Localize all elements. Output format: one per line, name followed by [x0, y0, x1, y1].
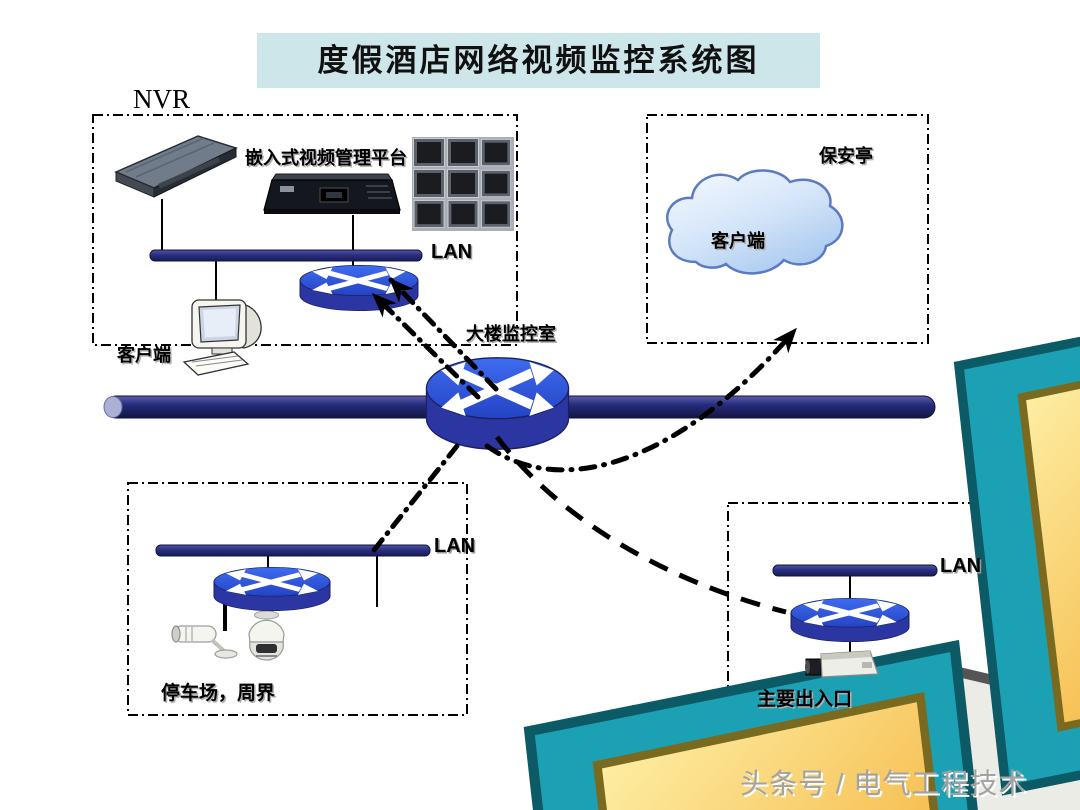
watermark: 头条号 / 电气工程技术 — [740, 768, 1028, 799]
entrance-lan-bus — [772, 564, 938, 577]
diagram-title: 度假酒店网络视频监控系统图 — [257, 33, 820, 88]
cloud-icon — [666, 169, 844, 275]
link-core-to-entrance — [495, 435, 787, 615]
nvr-server-icon — [114, 135, 239, 198]
cloud-client-label: 客户端 — [711, 231, 765, 251]
core-router-icon — [426, 358, 568, 449]
entrance-lan-label: LAN — [940, 555, 982, 577]
nvr-client-label: 客户端 — [117, 345, 171, 365]
link-core-to-nvr-arrow-2 — [388, 277, 499, 392]
nvr-zone-box — [92, 114, 518, 346]
bullet-camera-icon — [171, 625, 238, 659]
backbone-left-cap — [103, 396, 123, 418]
monitor-room-label: 大楼监控室 — [466, 324, 556, 344]
link-core-to-parking — [371, 443, 460, 553]
diagram-title-text: 度假酒店网络视频监控系统图 — [317, 43, 760, 78]
parking-lan-label: LAN — [434, 535, 476, 557]
parking-router-icon — [214, 567, 330, 610]
video-platform-server-icon — [263, 173, 401, 214]
nvr-lan-bus — [149, 249, 423, 262]
parking-lan-bus — [155, 544, 431, 557]
nvr-label: NVR — [133, 84, 191, 114]
parking-label: 停车场，周界 — [161, 683, 276, 704]
guard-booth-label: 保安亭 — [819, 146, 873, 166]
nvr-lan-label: LAN — [431, 241, 473, 263]
entrance-label: 主要出入口 — [757, 689, 853, 710]
client-pc-icon — [182, 299, 262, 376]
parking-zone-box — [127, 482, 468, 716]
entrance-router-icon — [791, 598, 909, 641]
platform-label: 嵌入式视频管理平台 — [245, 148, 407, 168]
video-wall-icon — [412, 137, 514, 231]
link-core-to-nvr-arrow-1 — [371, 292, 481, 400]
box-camera-icon — [805, 650, 879, 678]
